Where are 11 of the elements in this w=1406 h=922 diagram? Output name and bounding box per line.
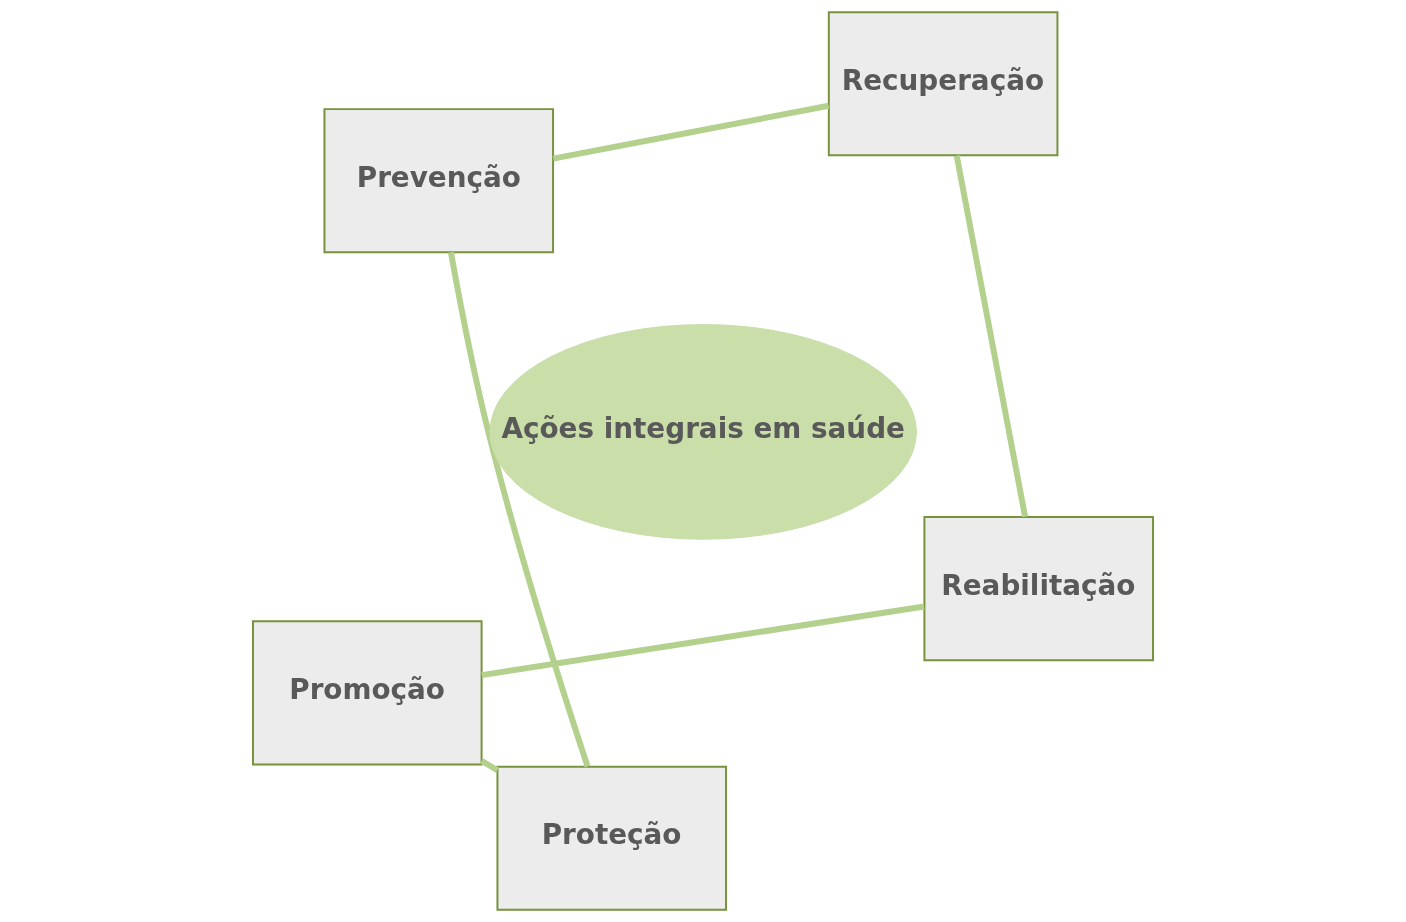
connector (481, 603, 925, 679)
node-ellipse: Ações integrais em saúde (489, 324, 917, 540)
connector (448, 251, 591, 768)
connector (552, 102, 830, 162)
node-box: Proteção (496, 765, 728, 911)
node-box: Prevenção (323, 108, 555, 254)
node-box: Promoção (252, 620, 483, 766)
node-box: Reabilitação (923, 516, 1154, 662)
connector (953, 155, 1028, 518)
node-box: Recuperação (827, 11, 1059, 157)
connector (480, 758, 499, 773)
